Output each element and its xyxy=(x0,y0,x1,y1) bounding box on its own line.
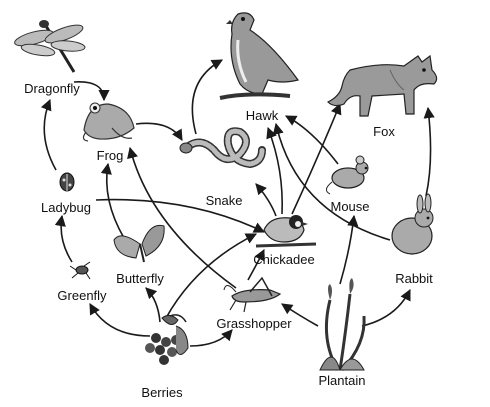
mouse-icon xyxy=(326,155,369,195)
arrow-plantain-to-rabbit xyxy=(361,288,411,327)
butterfly-icon xyxy=(113,224,165,263)
arrow-grasshopper-to-chickadee xyxy=(247,248,265,281)
organism-label-plantain: Plantain xyxy=(319,373,366,388)
organism-label-frog: Frog xyxy=(97,148,124,163)
arrow-chickadee-to-fox xyxy=(291,102,342,215)
arrow-plantain-to-mouse xyxy=(339,214,359,285)
organism-label-butterfly: Butterfly xyxy=(116,271,164,286)
arrow-snake-to-hawk xyxy=(191,59,223,135)
ladybug-icon xyxy=(59,172,75,192)
dragonfly-icon xyxy=(14,20,86,73)
arrow-butterfly-to-frog xyxy=(100,162,125,239)
organism-label-dragonfly: Dragonfly xyxy=(24,81,80,96)
arrow-plantain-to-grasshopper xyxy=(281,303,319,327)
arrow-ladybug-to-dragonfly xyxy=(40,98,57,171)
fox-icon xyxy=(326,54,438,117)
energy-flow-arrows xyxy=(40,59,435,347)
arrow-rabbit-to-hawk xyxy=(272,122,391,241)
organism-label-chickadee: Chickadee xyxy=(253,252,314,267)
organism-label-hawk: Hawk xyxy=(246,108,279,123)
hawk-icon xyxy=(219,12,300,100)
organism-label-greenfly: Greenfly xyxy=(57,288,107,303)
organism-label-fox: Fox xyxy=(373,124,395,139)
organism-label-rabbit: Rabbit xyxy=(395,271,433,286)
arrow-chickadee-to-snake xyxy=(255,183,277,217)
greenfly-icon xyxy=(69,261,91,280)
arrow-berries-to-grasshopper xyxy=(189,329,233,347)
arrow-ladybug-to-chickadee xyxy=(95,198,266,233)
organism-label-ladybug: Ladybug xyxy=(41,200,91,215)
berries-icon xyxy=(145,314,189,365)
arrow-chickadee-to-hawk xyxy=(266,126,284,215)
arrow-mouse-to-hawk xyxy=(285,115,339,165)
organism-label-snake: Snake xyxy=(206,193,243,208)
plantain-icon xyxy=(319,278,366,372)
organism-label-mouse: Mouse xyxy=(330,199,369,214)
rabbit-icon xyxy=(391,193,434,255)
arrow-berries-to-chickadee xyxy=(165,233,258,319)
arrow-berries-to-greenfly xyxy=(89,303,151,337)
frog-icon xyxy=(82,102,135,142)
snake-icon xyxy=(179,127,266,169)
arrow-grasshopper-to-frog xyxy=(127,146,237,289)
arrow-frog-to-snake xyxy=(135,122,183,141)
grasshopper-icon xyxy=(223,276,282,313)
arrow-berries-to-butterfly xyxy=(145,287,161,323)
arrow-dragonfly-to-frog xyxy=(73,81,110,102)
arrow-greenfly-to-ladybug xyxy=(54,214,73,263)
chickadee-icon xyxy=(255,215,317,248)
arrow-rabbit-to-fox xyxy=(423,106,435,197)
organism-label-berries: Berries xyxy=(141,385,183,400)
organism-label-grasshopper: Grasshopper xyxy=(216,316,292,331)
